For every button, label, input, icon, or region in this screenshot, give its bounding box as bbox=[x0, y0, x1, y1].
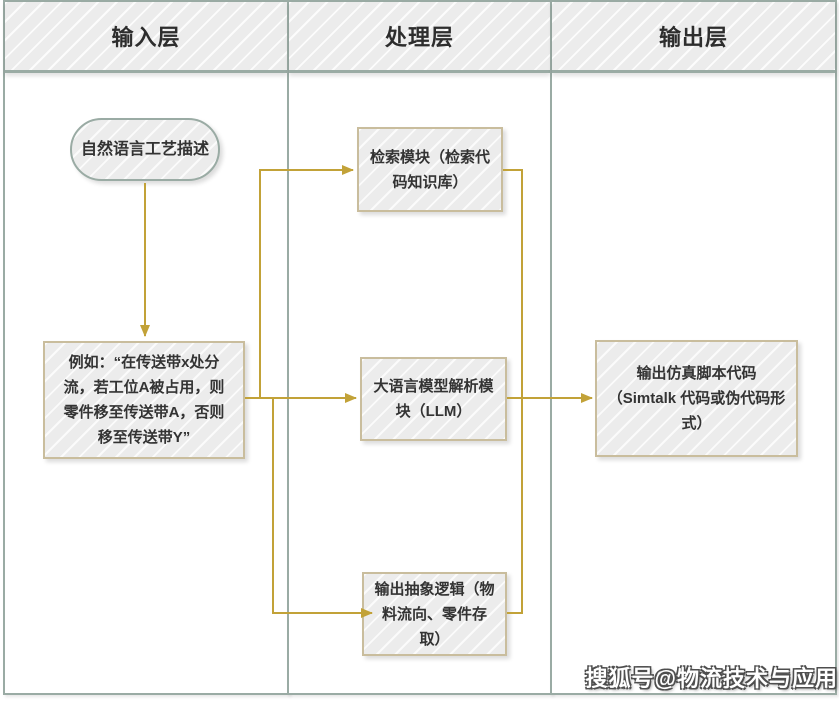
sohu-watermark: 搜狐号@物流技术与应用 bbox=[585, 666, 838, 691]
lane-header-process: 处理层 bbox=[289, 2, 550, 73]
lane-header-output: 输出层 bbox=[552, 2, 835, 73]
lane-header-input: 输入层 bbox=[5, 2, 287, 73]
node-output-script-code: 输出仿真脚本代码 （Simtalk 代码或伪代码形 式） bbox=[595, 340, 798, 457]
node-abstract-logic: 输出抽象逻辑（物 料流向、零件存 取） bbox=[362, 572, 507, 656]
node-llm-parsing-module: 大语言模型解析模 块（LLM） bbox=[360, 357, 507, 441]
node-example-text: 例如：“在传送带x处分 流，若工位A被占用，则 零件移至传送带A，否则 移至传送… bbox=[43, 341, 245, 459]
node-natural-language-description: 自然语言工艺描述 bbox=[70, 118, 220, 181]
node-retrieval-module: 检索模块（检索代 码知识库） bbox=[357, 127, 503, 212]
